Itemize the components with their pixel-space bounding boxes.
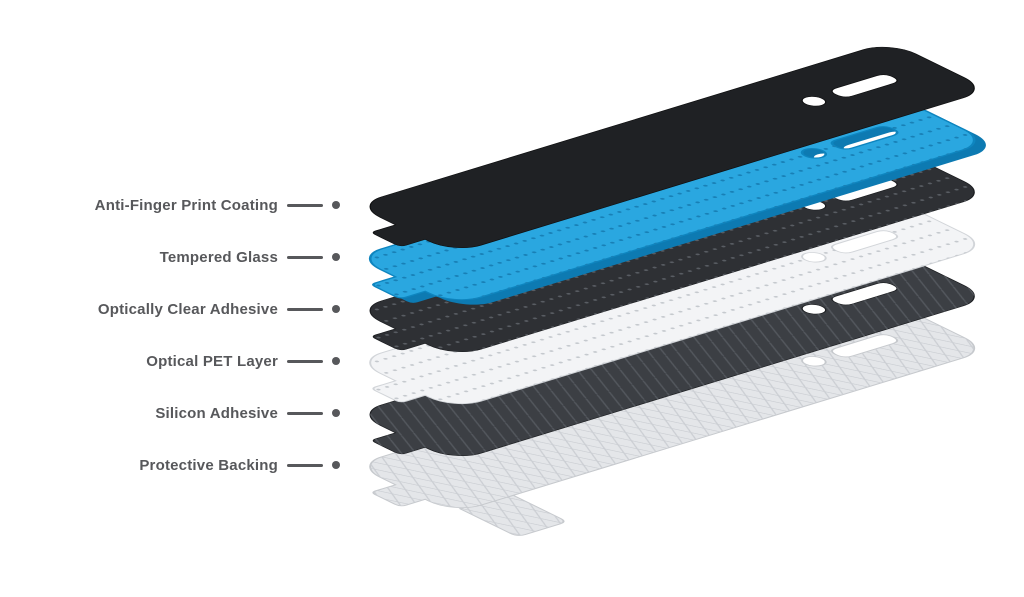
label-row-tempered-glass: Tempered Glass bbox=[30, 246, 340, 268]
leader-line bbox=[287, 255, 323, 259]
leader-line bbox=[287, 359, 323, 363]
leader-dot bbox=[332, 253, 340, 261]
leader-dot bbox=[332, 409, 340, 417]
leader-dot bbox=[332, 201, 340, 209]
leader-dot bbox=[332, 305, 340, 313]
layer-label-protective-backing: Protective Backing bbox=[139, 456, 278, 474]
layer-label-optical-pet-layer: Optical PET Layer bbox=[146, 352, 278, 370]
leader-line bbox=[287, 463, 323, 467]
layer-label-anti-finger-print-coating: Anti-Finger Print Coating bbox=[94, 196, 278, 214]
label-row-anti-finger-print-coating: Anti-Finger Print Coating bbox=[30, 194, 340, 216]
leader-line bbox=[287, 411, 323, 415]
leader-dot bbox=[332, 357, 340, 365]
label-row-silicon-adhesive: Silicon Adhesive bbox=[30, 402, 340, 424]
label-row-optical-pet-layer: Optical PET Layer bbox=[30, 350, 340, 372]
layer-label-silicon-adhesive: Silicon Adhesive bbox=[155, 404, 278, 422]
leader-line bbox=[287, 203, 323, 207]
layer-label-optically-clear-adhesive: Optically Clear Adhesive bbox=[97, 300, 278, 318]
layer-label-tempered-glass: Tempered Glass bbox=[159, 248, 278, 266]
label-row-optically-clear-adhesive: Optically Clear Adhesive bbox=[30, 298, 340, 320]
leader-line bbox=[287, 307, 323, 311]
label-row-protective-backing: Protective Backing bbox=[30, 454, 340, 476]
leader-dot bbox=[332, 461, 340, 469]
